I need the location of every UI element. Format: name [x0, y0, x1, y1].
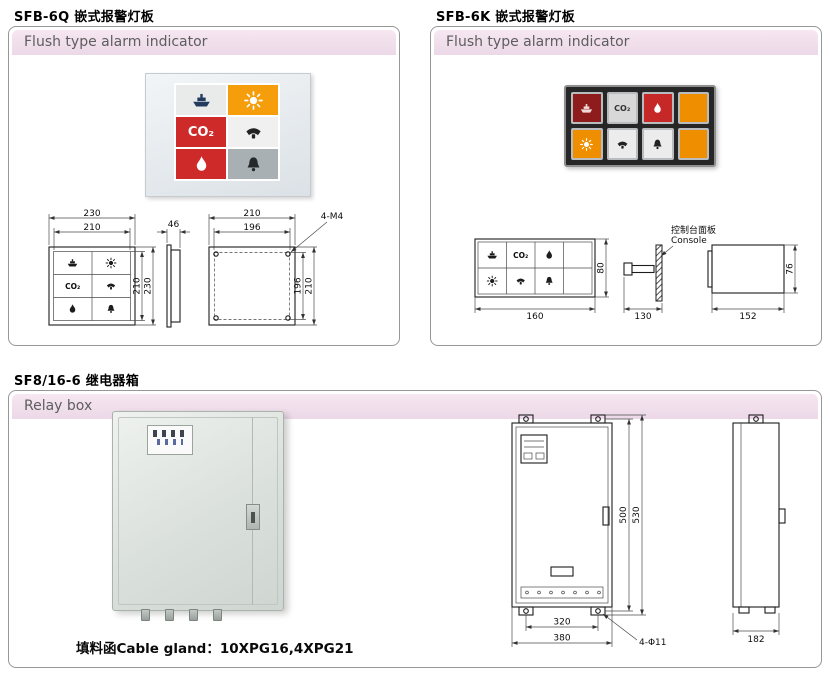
bell-icon	[107, 304, 115, 313]
dim-front-width: 160	[526, 312, 543, 322]
dim-depth: 182	[747, 635, 764, 645]
flame-icon	[546, 250, 552, 259]
sfb6k-back-view: 152 76	[707, 244, 798, 322]
sun-icon	[486, 275, 498, 287]
dim-side-depth: 46	[168, 220, 180, 230]
blank-button	[677, 92, 709, 124]
dim-cut-width-outer: 210	[243, 209, 260, 219]
bell-icon	[651, 138, 664, 151]
co2-label: CO₂	[513, 251, 528, 260]
console-label-en: Console	[671, 236, 707, 246]
relay-product-photo	[104, 409, 294, 624]
dim-width-outer: 380	[553, 634, 570, 644]
sfb6k-product-photo: CO₂	[564, 85, 716, 167]
bell-icon	[545, 276, 553, 285]
phone-icon	[616, 138, 629, 151]
sfb6q-button-grid: CO₂	[174, 83, 280, 181]
phone-button	[606, 128, 638, 160]
dim-back-width: 152	[739, 312, 756, 322]
relay-cabinet	[112, 411, 284, 621]
sfb6q-cutout-view: 210 196 196 210 4-M4	[208, 209, 344, 326]
sfb6q-panel: Flush type alarm indicator CO₂ 230	[8, 26, 400, 346]
screw-note-label: 4-M4	[321, 212, 344, 222]
dim-mount-depth: 130	[634, 312, 651, 322]
cabinet-label	[147, 425, 193, 455]
sun-icon	[580, 138, 593, 151]
ship-icon	[67, 259, 78, 267]
ship-icon	[487, 251, 498, 259]
general-alarm-button	[228, 85, 278, 115]
cabinet-label-marks	[153, 430, 187, 437]
sun-icon	[244, 91, 263, 110]
co2-label: CO₂	[65, 282, 80, 291]
general-alarm-button	[571, 128, 603, 160]
phone-icon	[516, 278, 525, 285]
dim-height-outer: 530	[632, 506, 642, 523]
cabinet-label-marks	[157, 439, 183, 445]
cable-gland	[165, 609, 174, 621]
dim-height-inner: 500	[619, 506, 629, 523]
dim-cut-width-inner: 196	[243, 223, 260, 233]
cable-glands	[141, 609, 222, 621]
dim-front-height-inner: 210	[133, 277, 143, 294]
sfb6q-dimension-drawing: 230 210 CO₂ 21	[48, 209, 344, 328]
sfb6k-dimension-drawing: CO₂ 160 80	[474, 224, 798, 322]
blank-button	[677, 128, 709, 160]
sun-icon	[105, 257, 117, 269]
cable-gland-note: 填料函Cable gland：10XPG16,4XPG21	[76, 641, 354, 657]
ship-button	[176, 85, 226, 115]
dim-front-height: 80	[597, 262, 607, 274]
dim-cut-height-outer: 210	[305, 277, 315, 294]
flame-icon	[192, 155, 211, 174]
bell-button	[642, 128, 674, 160]
console-panel-section	[655, 244, 663, 302]
holes-note-label: 4-Φ11	[639, 638, 667, 648]
dim-cut-height-inner: 196	[294, 277, 304, 294]
section-title-sfb6q: SFB-6Q 嵌式报警灯板	[14, 10, 155, 25]
co2-label: CO₂	[614, 103, 631, 113]
flame-icon	[651, 102, 664, 115]
cabinet-latch	[246, 504, 260, 530]
fire-button	[176, 149, 226, 179]
co2-button: CO₂	[606, 92, 638, 124]
cabinet-door	[118, 417, 278, 605]
sfb6q-side-view: 46	[157, 220, 190, 328]
dim-back-height: 76	[786, 263, 796, 275]
dim-front-height-outer: 230	[144, 277, 154, 294]
sfb6k-front-view: CO₂ 160 80	[474, 238, 609, 322]
relay-front-drawing: 500 530 320 380 4-Φ11	[511, 414, 667, 648]
bell-icon	[244, 155, 263, 174]
relay-front-view: 500 530 320 380 4-Φ11	[511, 414, 667, 648]
sfb6k-mount-view: 130 控制台面板 Console	[623, 224, 716, 322]
section-title-sfb6k: SFB-6K 嵌式报警灯板	[436, 10, 576, 25]
cable-gland	[189, 609, 198, 621]
dim-width-inner: 320	[553, 618, 570, 628]
sfb6q-front-view: 230 210 CO₂ 21	[48, 209, 156, 326]
phone-icon	[106, 283, 116, 290]
co2-button: CO₂	[176, 117, 226, 147]
ship-icon	[192, 91, 211, 110]
fire-button	[642, 92, 674, 124]
dim-front-width-outer: 230	[83, 209, 100, 219]
relay-side-drawing: 182	[732, 414, 786, 645]
phone-icon	[244, 123, 263, 142]
cable-gland	[141, 609, 150, 621]
sfb6k-strip-label: Flush type alarm indicator	[434, 30, 818, 55]
relay-panel: Relay box	[8, 390, 822, 668]
sfb6k-panel: Flush type alarm indicator CO₂ CO₂	[430, 26, 822, 346]
sfb6q-strip-label: Flush type alarm indicator	[12, 30, 396, 55]
bell-button	[228, 149, 278, 179]
console-label-cn: 控制台面板	[671, 224, 716, 236]
ship-icon	[580, 102, 593, 115]
sfb6q-product-photo: CO₂	[145, 73, 311, 197]
relay-side-view: 182	[732, 414, 786, 645]
cable-gland	[213, 609, 222, 621]
section-title-relay: SF8/16-6 继电器箱	[14, 374, 139, 389]
ship-button	[571, 92, 603, 124]
dim-front-width-inner: 210	[83, 223, 100, 233]
flame-icon	[69, 304, 76, 313]
phone-button	[228, 117, 278, 147]
co2-label: CO₂	[187, 124, 215, 140]
